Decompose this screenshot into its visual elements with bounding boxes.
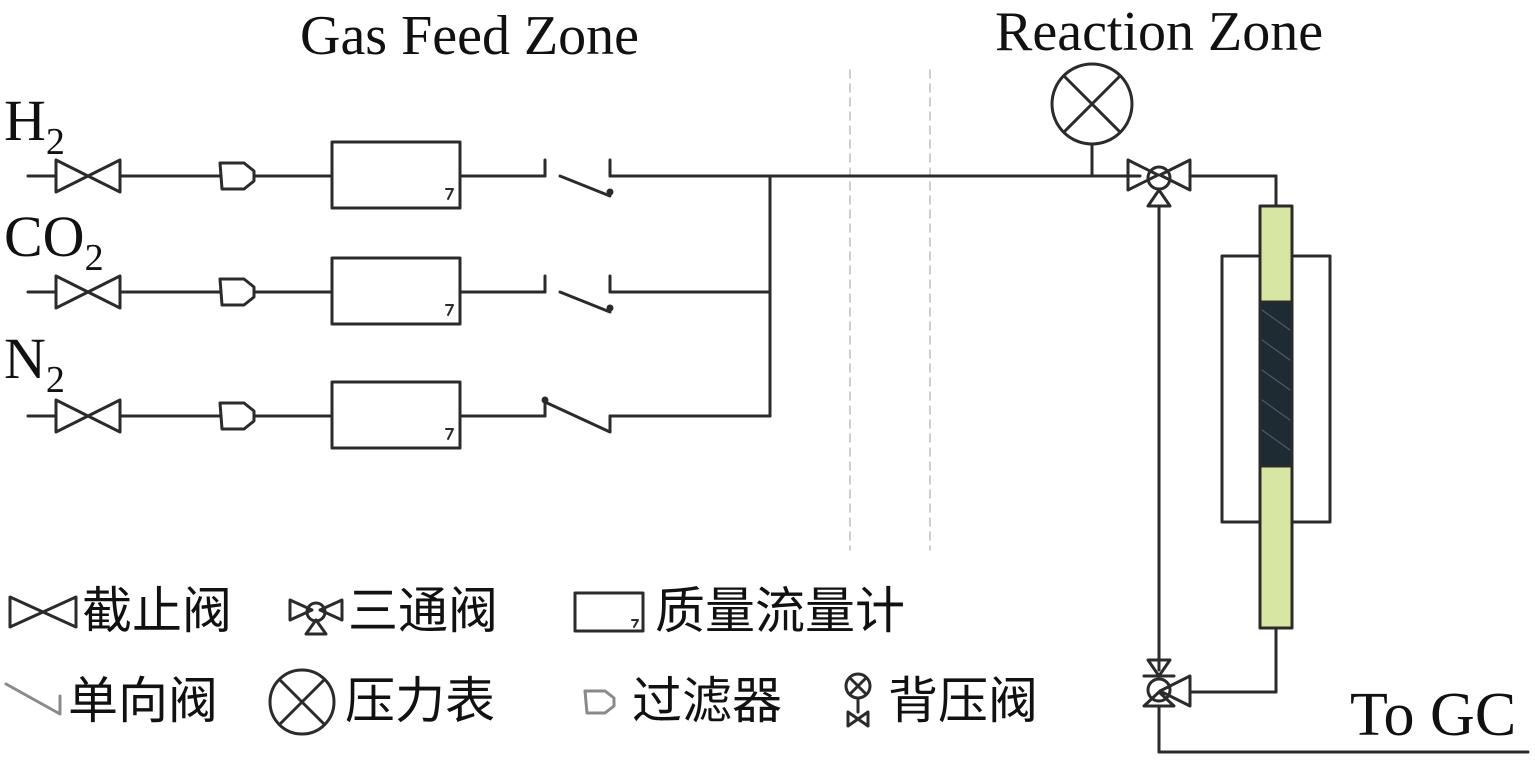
- legend-stop-valve-icon: [10, 597, 76, 627]
- legend-label-mass-flow-meter: 质量流量计: [655, 582, 905, 640]
- check-valve-icon: [545, 276, 610, 312]
- feed-line-co2: [28, 258, 770, 324]
- legend-mass-flow-meter-icon: [575, 593, 643, 631]
- feed-line-n2: [28, 382, 770, 448]
- gas-label-n2: N2: [4, 326, 65, 401]
- legend-label-check-valve: 单向阀: [68, 672, 218, 730]
- legend-label-three-way-valve: 三通阀: [348, 582, 498, 640]
- check-valve-icon: [545, 400, 610, 432]
- filter-icon: [220, 403, 254, 429]
- legend-label-back-pressure-valve: 背压阀: [888, 672, 1038, 730]
- mass-flow-meter-icon: [332, 142, 460, 208]
- feed-line-h2: [28, 142, 1140, 208]
- mass-flow-meter-icon: [332, 258, 460, 324]
- gas-label-co2: CO2: [4, 204, 104, 279]
- legend-pressure-gauge-icon: [270, 670, 334, 734]
- mass-flow-meter-icon: [332, 382, 460, 448]
- gas-feed-zone-title: Gas Feed Zone: [300, 5, 640, 67]
- three-way-valve-lower: [1144, 660, 1190, 752]
- legend-label-pressure-gauge: 压力表: [345, 672, 495, 730]
- legend-filter-icon: [585, 691, 614, 713]
- pressure-gauge-icon: [1052, 64, 1132, 176]
- check-valve-icon: [545, 160, 610, 196]
- stop-valve-icon: [56, 400, 120, 432]
- reactor-tube: [1260, 206, 1292, 628]
- legend-label-filter: 过滤器: [632, 672, 782, 730]
- stop-valve-icon: [56, 160, 120, 192]
- legend-three-way-valve-icon: [290, 600, 342, 634]
- stop-valve-icon: [56, 276, 120, 308]
- reaction-zone-title: Reaction Zone: [995, 1, 1324, 63]
- gas-label-h2: H2: [4, 88, 65, 163]
- legend-label-stop-valve: 截止阀: [82, 582, 232, 640]
- legend-check-valve-icon: [6, 684, 60, 714]
- outlet-label: To GC: [1350, 681, 1517, 749]
- filter-icon: [220, 279, 254, 305]
- three-way-valve-upper: [1128, 160, 1190, 670]
- catalyst-bed: [1260, 302, 1292, 466]
- legend-back-pressure-valve-icon: [846, 674, 870, 726]
- filter-icon: [220, 163, 254, 189]
